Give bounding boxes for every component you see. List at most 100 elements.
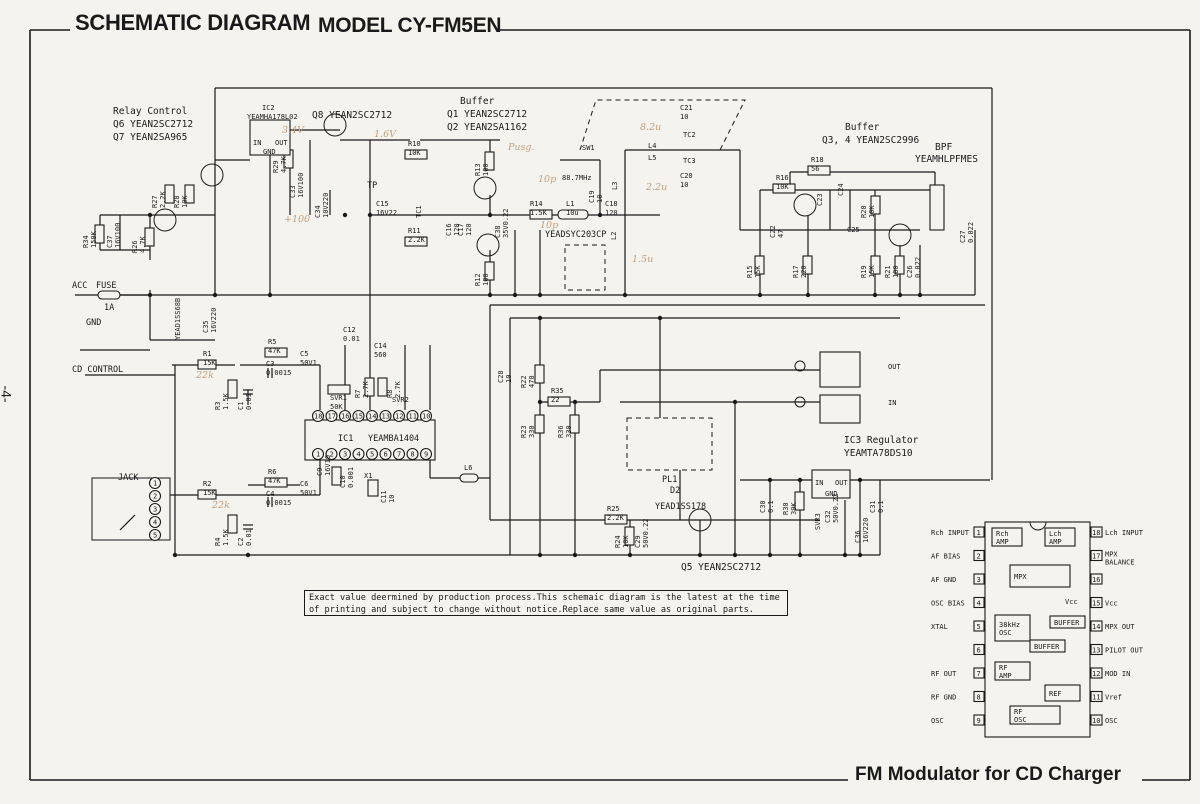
part-value-r36: 330 [565, 425, 573, 438]
part-value-c33: 16V100 [297, 173, 305, 198]
part-value-c27: 0.022 [967, 222, 975, 243]
ic1-pin-bottom-circle [365, 447, 379, 461]
part-value-r5: 47K [268, 347, 281, 355]
part-ref-l1: L1 [566, 200, 574, 208]
part-ref-l3: L3 [611, 182, 619, 190]
part-ref-r6: R6 [268, 468, 276, 476]
bpf-label-1: BPF [935, 142, 952, 153]
part-ref-l5: L5 [648, 154, 656, 162]
part-ref-r7: R7 [354, 390, 362, 398]
pl1-label: PL1 [662, 475, 677, 485]
block-left-pin-box [973, 573, 985, 585]
block-box [991, 527, 1023, 547]
part-value-c31: 0.1 [877, 500, 885, 513]
part-ref-svr1: SVR1 [330, 394, 347, 402]
part-value-c37: 16V100 [114, 223, 122, 248]
ic1-pin-bottom-circle [352, 447, 365, 461]
ic3-label-1: IC3 Regulator [844, 435, 919, 446]
block-right-pin-box [1090, 526, 1103, 538]
block-vcc-label: Vcc [1065, 598, 1078, 606]
block-left-pin-label: RF OUT [931, 670, 957, 678]
jack-pin-number: 5 [153, 532, 157, 540]
block-box-label: 38kHz [999, 621, 1020, 629]
part-ref-r17: R17 [792, 265, 800, 278]
block-box-label: BUFFER [1054, 619, 1080, 627]
gnd-label: GND [86, 318, 101, 328]
block-left-pin-number: 4 [977, 600, 981, 608]
jack-pin-circle [148, 489, 162, 503]
block-box [1029, 639, 1066, 653]
relay-label-3: Q7 YEAN2SA965 [113, 132, 187, 143]
ic1-pin-top-circle [311, 409, 325, 423]
part-ref-l2: L2 [610, 232, 618, 240]
block-box-label: REF [1049, 690, 1062, 698]
d2-label-2: YEAD1SS178 [655, 502, 706, 512]
block-right-pin-number: 12 [1092, 670, 1100, 678]
production-note: Exact value deermined by production proc… [304, 590, 788, 616]
part-value-c38: 35V0.22 [502, 208, 510, 238]
ic1-pin-bottom-number: 7 [397, 451, 401, 459]
part-ref-c31: C31 [869, 500, 877, 513]
block-box-label: Rch [996, 530, 1009, 538]
block-box [994, 661, 1031, 681]
part-ref-c2: C2 [237, 538, 245, 546]
components [94, 149, 905, 546]
ic1-pin-top-number: 10 [422, 413, 430, 421]
ic3-label-2: YEAMTA78DS10 [844, 448, 913, 459]
header-title: SCHEMATIC DIAGRAM [75, 10, 311, 35]
part-value-r1: 15K [203, 359, 216, 367]
pencil-note: 8.2u [640, 122, 661, 133]
ic1-pin-top-circle [338, 409, 352, 423]
part-ref-c19: C19 [588, 190, 596, 203]
footer-title: FM Modulator for CD Charger [855, 764, 1121, 785]
jack-pin-number: 1 [153, 480, 157, 488]
page-frame [29, 29, 1191, 781]
part-ref-r11: R11 [408, 227, 421, 235]
block-left-pin-number: 7 [977, 670, 981, 678]
out-label: OUT [888, 363, 901, 371]
part-value-c30: 0.1 [767, 500, 775, 513]
part-value-r28: 10K [181, 195, 189, 208]
ic1-pin-top-circle [419, 409, 433, 423]
ic1-pin-top-number: 15 [355, 413, 363, 421]
block-left-pin-number: 8 [977, 694, 981, 702]
part-value-r6: 47K [268, 477, 281, 485]
ic2-pin-in: IN [253, 139, 261, 147]
part-value-r8: 2.7K [394, 380, 402, 398]
part-value-r21: 100 [892, 265, 900, 278]
jack-pin-circle [148, 502, 162, 516]
d1-label: YEADSYC203CP [545, 230, 606, 240]
part-value-r27: 2.2K [159, 190, 167, 208]
block-right-pin-number: 11 [1092, 694, 1100, 702]
part-ref-c22: C22 [769, 225, 777, 238]
part-value-c20: 10 [680, 181, 688, 189]
part-value-c19: 10 [596, 195, 604, 203]
ic2-label-2: YEAMHA178L02 [247, 113, 298, 121]
part-ref-r13: R13 [474, 163, 482, 176]
part-value-r11: 2.2K [408, 236, 426, 244]
part-value-r26: 4.7K [139, 235, 147, 253]
part-value-c29: 50V0.22 [642, 518, 650, 548]
part-value-c36: 16V220 [862, 518, 870, 543]
part-ref-r35: R35 [551, 387, 564, 395]
part-value-r15: 15K [754, 265, 762, 278]
block-right-pin-box [1090, 549, 1103, 562]
part-ref-c25: C25 [847, 226, 860, 234]
block-left-pin-box [973, 620, 985, 632]
ic1-pin-bottom-circle [419, 447, 433, 461]
block-box-label: AMP [999, 672, 1012, 680]
part-ref-c29: C29 [634, 535, 642, 548]
d2-label-1: D2 [670, 486, 680, 496]
part-value-c5: 50V1 [300, 359, 317, 367]
block-box [1044, 527, 1076, 547]
part-value-r25: 2.2K [607, 514, 625, 522]
block-left-pin-label: RF GND [931, 694, 956, 702]
ic-shapes [91, 99, 945, 541]
part-ref-r26: R26 [131, 240, 139, 253]
ic1-pin-bottom-number: 5 [370, 451, 374, 459]
